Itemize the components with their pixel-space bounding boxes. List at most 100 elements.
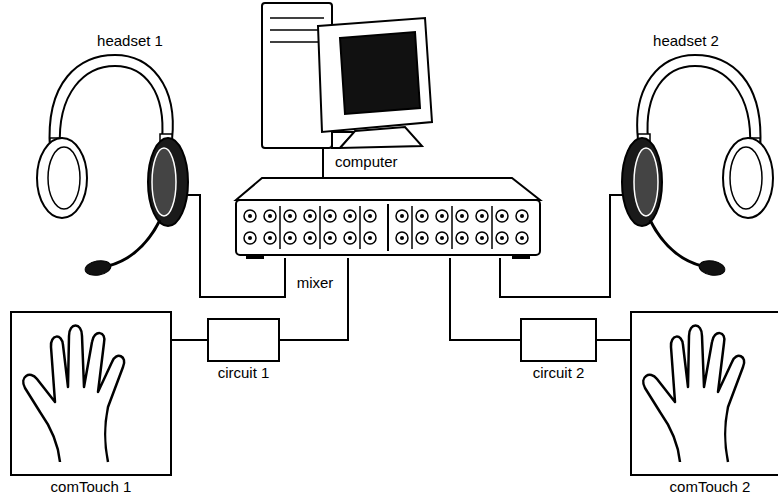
computer-drawing (262, 3, 432, 148)
mixer-drawing (324, 210, 336, 222)
mixer-drawing (420, 236, 424, 240)
mixer-drawing (244, 210, 256, 222)
mixer-drawing (480, 214, 484, 218)
mixer-drawing (236, 200, 540, 255)
mixer-drawing (324, 232, 336, 244)
cable (597, 339, 630, 341)
mixer-node: mixer (236, 178, 540, 258)
headset-1-drawing (37, 55, 188, 277)
mixer-drawing (248, 214, 252, 218)
comTouch-2-hand (643, 326, 744, 463)
mixer-drawing (436, 210, 448, 222)
mixer-drawing (396, 232, 408, 244)
mixer-drawing (268, 214, 272, 218)
mixer-drawing (456, 210, 468, 222)
mixer-drawing (344, 210, 356, 222)
mixer-drawing (304, 232, 316, 244)
headset-node: headset 1 (35, 32, 188, 277)
mixer-drawing (348, 214, 352, 218)
node-label: comTouch 1 (51, 478, 132, 495)
headset-2-drawing (622, 55, 773, 277)
mixer-drawing (400, 214, 404, 218)
cable (500, 195, 622, 297)
mixer-drawing (328, 214, 332, 218)
mixer-drawing (460, 214, 464, 218)
mixer-drawing (284, 210, 296, 222)
mixer-drawing (516, 210, 528, 222)
comTouch-2-hand (643, 326, 744, 463)
cable (450, 258, 520, 340)
circuit-box: circuit 1 (207, 318, 280, 362)
mixer-drawing (244, 232, 256, 244)
computer-drawing (318, 18, 432, 132)
comTouch-1-hand (23, 326, 124, 463)
mixer-drawing (236, 178, 540, 200)
node-label: mixer (297, 274, 334, 291)
headset-1-drawing (37, 55, 188, 277)
mixer-drawing (264, 232, 276, 244)
computer-drawing (340, 32, 420, 114)
mixer-drawing (308, 236, 312, 240)
mixer-drawing (308, 214, 312, 218)
mixer-drawing (516, 232, 528, 244)
mixer-drawing (476, 210, 488, 222)
computer-drawing (270, 17, 324, 19)
headset-node: headset 2 (622, 32, 775, 277)
mixer-drawing (368, 236, 372, 240)
mixer-drawing (512, 255, 530, 259)
node-label: headset 1 (97, 32, 163, 49)
node-label: computer (335, 153, 398, 170)
headset-2-drawing (622, 55, 773, 277)
mixer-drawing (268, 236, 272, 240)
mixer-drawing (416, 210, 428, 222)
mixer-drawing (284, 232, 296, 244)
mixer-drawing (500, 214, 504, 218)
mixer-drawing (436, 232, 448, 244)
mixer-drawing (411, 206, 413, 249)
mixer-drawing (236, 178, 540, 259)
mixer-drawing (496, 232, 508, 244)
cable (322, 148, 324, 178)
mixer-drawing (460, 236, 464, 240)
mixer-drawing (368, 214, 372, 218)
mixer-drawing (246, 255, 264, 259)
cable (172, 339, 207, 341)
mixer-drawing (364, 210, 376, 222)
mixer-drawing (480, 236, 484, 240)
mixer-drawing (451, 206, 453, 249)
mixer-drawing (520, 214, 524, 218)
mixer-drawing (248, 236, 252, 240)
mixer-drawing (264, 210, 276, 222)
cable (280, 258, 348, 340)
computer-drawing (340, 127, 422, 148)
comtouch-box: comTouch 1 (10, 311, 172, 476)
mixer-drawing (344, 232, 356, 244)
mixer-drawing (420, 214, 424, 218)
mixer-drawing (304, 210, 316, 222)
computer-node: computer (262, 3, 432, 148)
circuit-box: circuit 2 (520, 318, 597, 362)
computer-drawing (270, 41, 324, 43)
mixer-drawing (359, 206, 361, 249)
comTouch-1-hand (23, 326, 124, 463)
node-label: circuit 1 (218, 364, 270, 381)
mixer-drawing (500, 236, 504, 240)
computer-drawing (270, 29, 324, 31)
mixer-drawing (496, 210, 508, 222)
mixer-drawing (400, 236, 404, 240)
mixer-drawing (364, 232, 376, 244)
node-label: comTouch 2 (670, 478, 751, 495)
mixer-drawing (440, 214, 444, 218)
mixer-drawing (319, 206, 321, 249)
cable (188, 195, 285, 297)
mixer-drawing (440, 236, 444, 240)
mixer-drawing (456, 232, 468, 244)
node-label: circuit 2 (533, 364, 585, 381)
mixer-drawing (520, 236, 524, 240)
mixer-drawing (288, 214, 292, 218)
mixer-drawing (387, 204, 389, 251)
mixer-drawing (328, 236, 332, 240)
